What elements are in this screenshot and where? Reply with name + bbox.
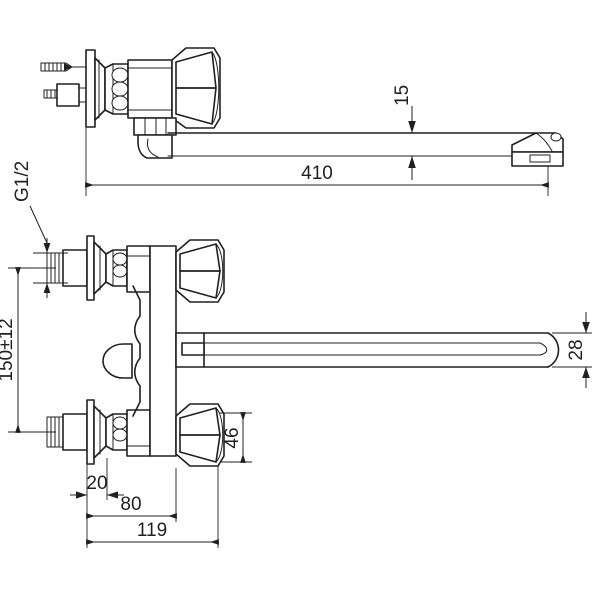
inlet-assembly-bottom xyxy=(46,399,151,465)
spout-tube-front xyxy=(203,332,560,368)
dimension-label-15: 15 xyxy=(392,85,413,106)
spout-collar-upper xyxy=(133,117,177,159)
dimension-body-depth: 80 xyxy=(86,468,177,522)
mixer-body-front xyxy=(102,285,141,417)
dimension-label-119: 119 xyxy=(137,520,167,541)
spout-tube-upper xyxy=(167,132,537,157)
dimension-inlet-thread: G1/2 xyxy=(12,161,68,298)
dimension-spout-length: 410 xyxy=(85,127,549,196)
mixer-shank-upper xyxy=(104,63,129,115)
spout-aerator-upper xyxy=(511,132,564,167)
dimension-label-150: 150±12 xyxy=(0,318,17,381)
wall-escutcheon-upper xyxy=(85,49,106,128)
mixer-body-upper xyxy=(127,59,173,119)
inlet-assembly-top xyxy=(46,235,151,301)
cross-handle-bottom-front xyxy=(175,403,225,467)
dimension-label-20: 20 xyxy=(86,473,107,494)
dimension-label-28: 28 xyxy=(566,339,587,360)
wall-fixing-nut-upper xyxy=(43,83,87,107)
dimension-overall-depth: 119 xyxy=(86,466,219,548)
dimension-spout-outer-height: 28 xyxy=(552,312,592,388)
cross-handle-upper xyxy=(171,47,221,129)
cross-handle-top-front xyxy=(175,239,225,303)
dimension-wall-flange-offset: 20 xyxy=(70,458,124,500)
dimension-inlet-centres: 150±12 xyxy=(0,267,56,433)
dimension-label-g12: G1/2 xyxy=(12,161,33,202)
spout-sleeve-front xyxy=(175,332,205,368)
view-front-elevation: G1/2 150±12 28 xyxy=(0,161,592,548)
view-side-elevation: 15 410 xyxy=(40,47,564,196)
dimension-label-46: 46 xyxy=(222,427,243,448)
wall-anchor-upper xyxy=(40,62,87,72)
dimension-spout-tube-diameter: 15 xyxy=(392,85,430,180)
dimension-label-80: 80 xyxy=(120,494,141,515)
dimension-label-410: 410 xyxy=(301,163,333,184)
dimension-handle-height: 46 xyxy=(220,412,252,463)
mixer-body-column xyxy=(149,245,177,457)
